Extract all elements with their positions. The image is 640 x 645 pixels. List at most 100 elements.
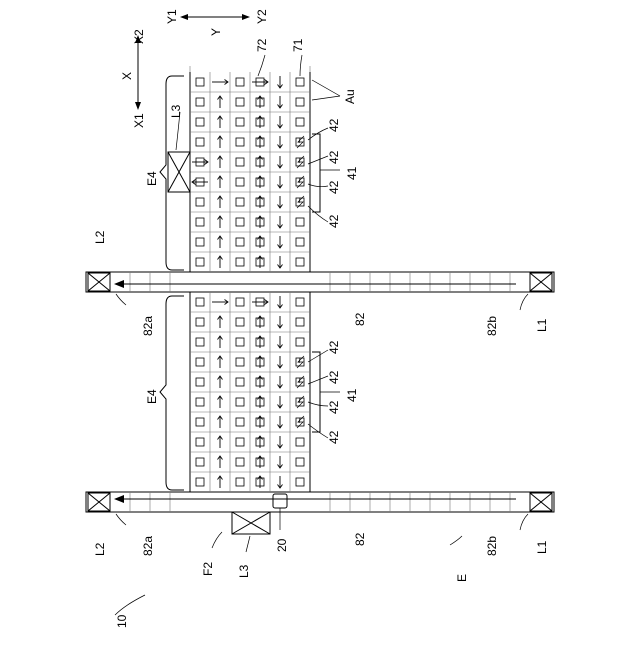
storage-cell <box>236 438 244 446</box>
storage-cell <box>296 478 304 486</box>
direction-arrow <box>278 136 283 148</box>
storage-cell <box>236 378 244 386</box>
storage-cell <box>196 398 204 406</box>
direction-arrow <box>218 476 223 488</box>
direction-arrow <box>278 296 283 308</box>
direction-arrow <box>218 336 223 348</box>
direction-arrow <box>218 416 223 428</box>
label-au: Au <box>343 89 357 104</box>
label-42: 42 <box>327 400 341 414</box>
direction-arrow <box>278 96 283 108</box>
storage-cell <box>236 318 244 326</box>
storage-cell <box>296 98 304 106</box>
storage-cell <box>196 318 204 326</box>
direction-arrow <box>218 236 223 248</box>
storage-cell <box>236 158 244 166</box>
labels: Y1 Y Y2 X2 X X1 72 71 Au L3 E4 41 41 L2 … <box>93 9 549 628</box>
storage-cell <box>196 438 204 446</box>
storage-cell <box>296 298 304 306</box>
grid-lines <box>190 66 310 492</box>
label-x2: X2 <box>132 29 146 44</box>
storage-cell <box>296 218 304 226</box>
label-82a-top: 82a <box>141 316 155 336</box>
label-42: 42 <box>327 340 341 354</box>
storage-cell <box>236 198 244 206</box>
label-e4-bottom: E4 <box>145 389 159 404</box>
storage-cell <box>236 98 244 106</box>
storage-cell <box>196 118 204 126</box>
direction-arrow <box>278 76 283 88</box>
storage-cell <box>296 338 304 346</box>
direction-arrow <box>212 80 228 85</box>
leader-lines <box>115 55 528 615</box>
storage-cell <box>196 138 204 146</box>
direction-arrow <box>278 176 283 188</box>
direction-arrow <box>218 316 223 328</box>
storage-cell <box>236 218 244 226</box>
direction-arrow <box>218 456 223 468</box>
direction-arrow <box>218 116 223 128</box>
label-42: 42 <box>327 430 341 444</box>
direction-arrow <box>218 376 223 388</box>
storage-cell <box>236 258 244 266</box>
direction-arrow <box>212 300 228 305</box>
label-82a-bottom: 82a <box>141 536 155 556</box>
direction-arrow <box>218 396 223 408</box>
direction-arrow <box>218 256 223 268</box>
direction-arrow <box>218 436 223 448</box>
storage-cell <box>196 458 204 466</box>
label-l3-top: L3 <box>169 104 183 118</box>
label-l2-top: L2 <box>93 230 107 244</box>
label-f2: F2 <box>201 562 215 576</box>
storage-cell <box>196 198 204 206</box>
ref41-brackets <box>312 134 340 432</box>
direction-arrow <box>218 196 223 208</box>
storage-cell <box>236 238 244 246</box>
storage-cell <box>196 478 204 486</box>
label-42: 42 <box>327 180 341 194</box>
direction-arrow <box>278 216 283 228</box>
label-41-top: 41 <box>345 166 359 180</box>
axis-indicator <box>135 14 250 110</box>
e4-brackets <box>160 76 184 490</box>
label-41-bottom: 41 <box>345 388 359 402</box>
label-82-bottom: 82 <box>353 532 367 546</box>
storage-cell <box>236 478 244 486</box>
storage-cell <box>236 338 244 346</box>
direction-arrow <box>278 476 283 488</box>
storage-cell <box>236 138 244 146</box>
storage-cell <box>236 118 244 126</box>
direction-arrow <box>218 96 223 108</box>
label-l1-top: L1 <box>535 318 549 332</box>
labels-42: 42 42 42 42 42 42 42 42 <box>308 118 341 444</box>
direction-arrow <box>278 396 283 408</box>
label-82b-top: 82b <box>485 316 499 336</box>
storage-cell <box>296 458 304 466</box>
storage-cell <box>236 178 244 186</box>
direction-arrow <box>218 136 223 148</box>
storage-cell <box>196 238 204 246</box>
storage-cell <box>236 358 244 366</box>
label-x1: X1 <box>132 113 146 128</box>
direction-arrow <box>278 456 283 468</box>
direction-arrow <box>278 116 283 128</box>
label-10: 10 <box>115 614 129 628</box>
label-y2: Y2 <box>255 9 269 24</box>
direction-arrow <box>278 336 283 348</box>
direction-arrow <box>278 196 283 208</box>
label-l2-bottom: L2 <box>93 542 107 556</box>
storage-cell <box>196 218 204 226</box>
label-e: E <box>455 574 469 582</box>
label-42: 42 <box>327 370 341 384</box>
storage-cell <box>236 458 244 466</box>
direction-arrow <box>218 216 223 228</box>
label-20: 20 <box>275 538 289 552</box>
storage-cell <box>196 258 204 266</box>
storage-cell <box>296 118 304 126</box>
storage-cell <box>196 338 204 346</box>
label-42: 42 <box>327 150 341 164</box>
direction-arrow <box>278 376 283 388</box>
direction-arrow <box>278 156 283 168</box>
label-y1: Y1 <box>165 9 179 24</box>
